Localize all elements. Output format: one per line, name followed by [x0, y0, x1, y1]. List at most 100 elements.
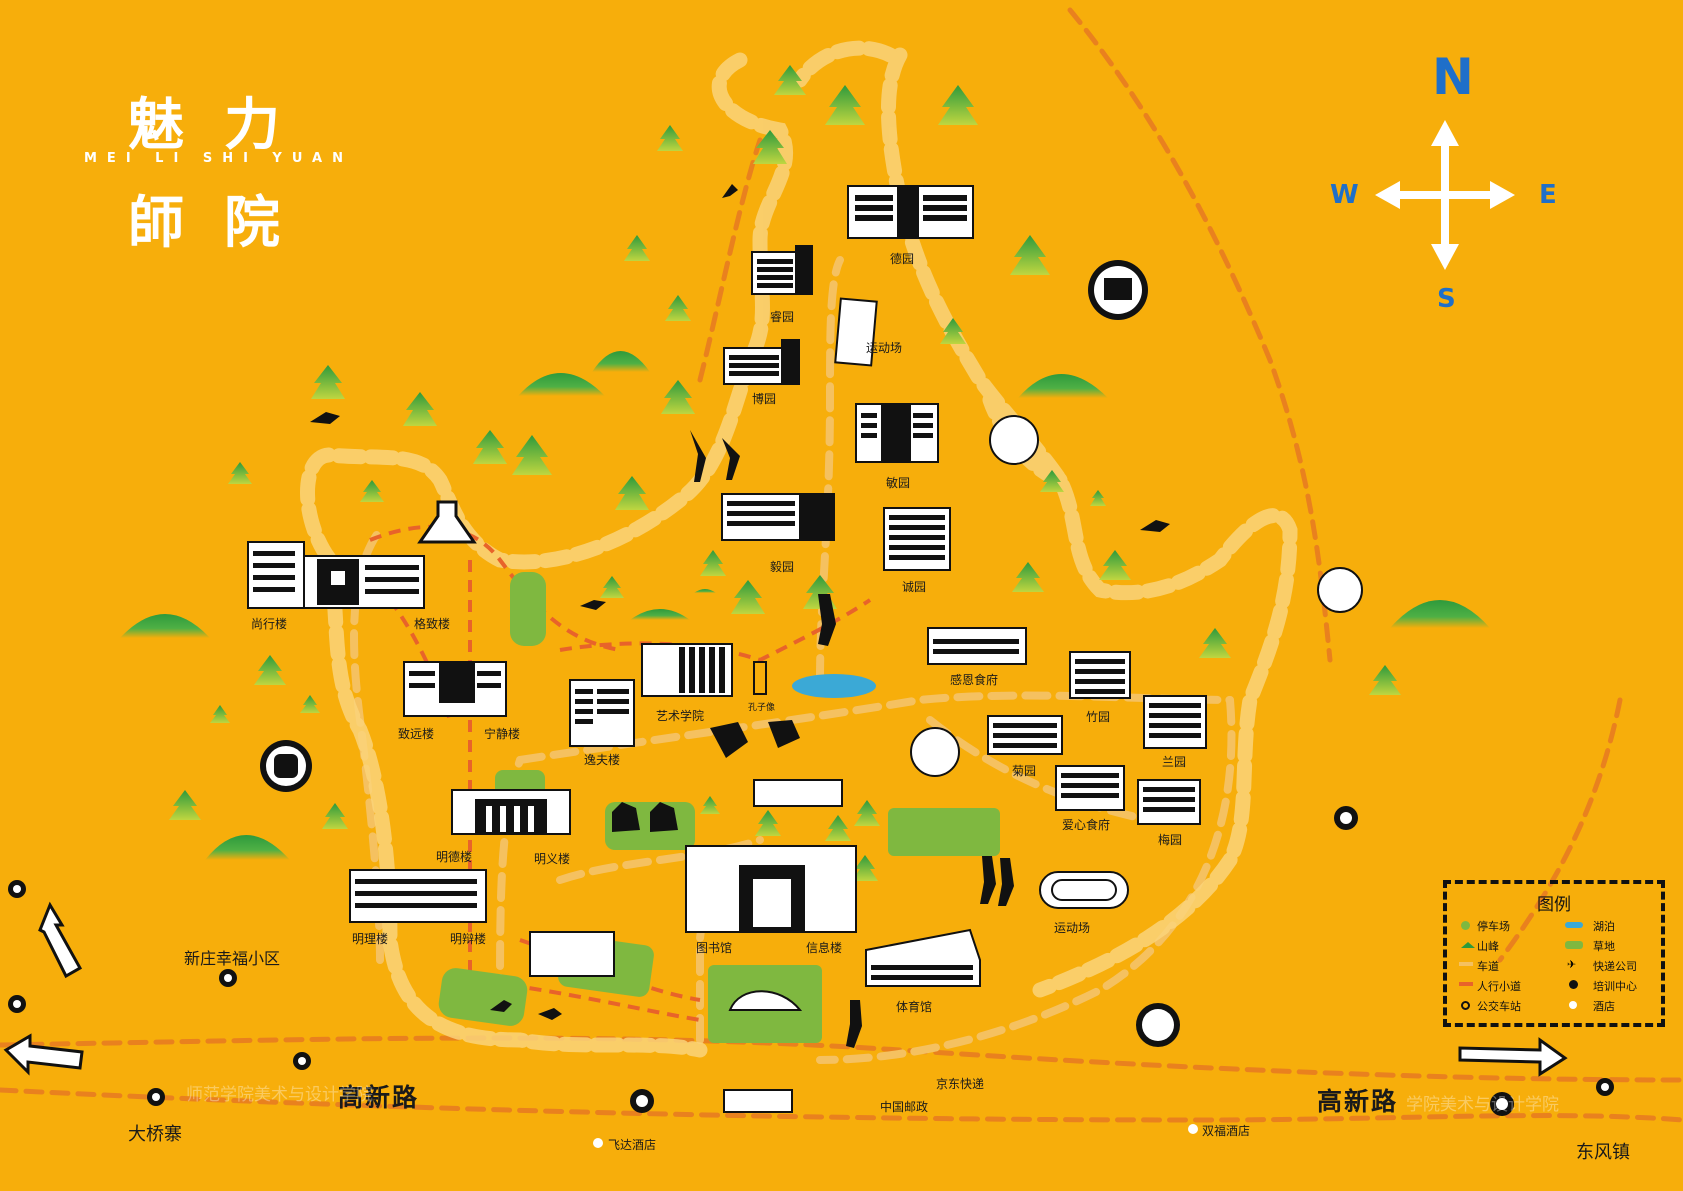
tree: [210, 705, 230, 723]
label-shangxinglou: 尚行楼: [251, 617, 288, 631]
title-pinyin: MEI LI SHI YUAN: [84, 151, 353, 166]
tree: [665, 295, 691, 321]
label-yiyuan: 毅园: [770, 560, 795, 574]
legend-car-road: 车道: [1477, 960, 1499, 973]
courier-icon: ✈: [1567, 958, 1577, 971]
tree: [753, 130, 787, 164]
label-ningjinglou: 宁静楼: [484, 727, 521, 741]
hill: [630, 609, 690, 620]
label-feida-hotel: 飞达酒店: [608, 1138, 657, 1152]
tree: [228, 462, 252, 484]
trees: [169, 65, 1401, 881]
tree: [403, 392, 437, 426]
tree: [755, 810, 781, 836]
legend-training: 培训中心: [1593, 980, 1637, 993]
legend-hotel: 酒店: [1593, 1000, 1615, 1013]
tree: [700, 550, 726, 576]
label-boyuan: 博园: [752, 392, 777, 406]
label-kongzixiang: 孔子像: [748, 703, 776, 713]
label-yishuxueyuan: 艺术学院: [656, 709, 705, 723]
label-dongfengzhen: 东风镇: [1576, 1142, 1630, 1163]
tree: [254, 655, 286, 685]
label-tiyuguan: 体育馆: [896, 1000, 933, 1014]
label-yifulou: 逸夫楼: [584, 753, 621, 767]
tree: [360, 480, 384, 502]
tree: [852, 855, 878, 881]
hills: [120, 351, 1490, 860]
tree: [731, 580, 765, 614]
label-xinxilou: 信息楼: [806, 941, 843, 955]
tree: [473, 430, 507, 464]
compass-w: W: [1330, 180, 1359, 210]
tree: [311, 365, 345, 399]
label-ruiyuan: 睿园: [770, 310, 795, 324]
title-line2: 師院: [128, 191, 320, 256]
watermark-right: 学院美术与设计学院: [1406, 1095, 1559, 1115]
label-meiyuan: 梅园: [1158, 833, 1183, 847]
hill: [1018, 374, 1108, 398]
legend-hill: 山峰: [1477, 940, 1499, 953]
tree: [657, 125, 683, 151]
legend-grass: 草地: [1593, 940, 1615, 953]
label-mingbianlou: 明辩楼: [450, 932, 487, 946]
tree: [825, 85, 865, 125]
lawn: [510, 572, 546, 646]
lawn: [558, 935, 654, 997]
hill: [120, 614, 210, 638]
tree: [700, 796, 720, 814]
tree: [169, 790, 201, 820]
lawns: [438, 572, 1000, 1043]
legend-lake: 湖泊: [1593, 920, 1615, 933]
watermark-left: 师范学院美术与设计学院: [186, 1085, 373, 1105]
lawn: [888, 808, 1000, 856]
legend-bus-stop: 公交车站: [1477, 1000, 1521, 1013]
tree: [1099, 550, 1131, 580]
label-yundongchang-east: 运动场: [1054, 921, 1091, 935]
lawn: [438, 968, 528, 1026]
tree: [774, 65, 806, 95]
lawn: [495, 770, 545, 796]
tree: [938, 85, 978, 125]
label-jingdong: 京东快递: [936, 1077, 985, 1091]
compass-s: S: [1437, 284, 1456, 314]
compass-n: N: [1432, 48, 1474, 106]
legend-parking: 停车场: [1477, 920, 1510, 933]
label-zhiyuanlou: 致远楼: [398, 727, 435, 741]
label-xinzhuang: 新庄幸福小区: [184, 949, 281, 968]
label-deyuan: 德园: [890, 252, 915, 266]
legend-courier: 快递公司: [1593, 960, 1637, 973]
tree: [1199, 628, 1231, 658]
label-zhuyuan: 竹园: [1086, 710, 1111, 724]
tree: [1040, 470, 1064, 492]
tree: [940, 318, 966, 344]
label-minyuan: 敏园: [886, 476, 911, 490]
tree: [1012, 562, 1044, 592]
tree: [624, 235, 650, 261]
tree: [512, 435, 552, 475]
lake: [792, 674, 876, 698]
compass-e: E: [1539, 180, 1557, 210]
pedestrian-walkways: [300, 40, 1298, 1058]
tree: [854, 800, 880, 826]
tree: [300, 695, 320, 713]
legend: 图例 停车场 湖泊 山峰 草地 车道 ✈ 快递公司 人行小道 培训中心 公交车站…: [1443, 880, 1665, 1027]
legend-walkway: 人行小道: [1477, 980, 1521, 993]
tree: [600, 576, 624, 598]
title-line1: 魅力: [128, 93, 320, 158]
hill: [694, 589, 716, 593]
lawn: [708, 965, 822, 1043]
tree: [1090, 490, 1106, 506]
label-youzheng: 中国邮政: [880, 1100, 929, 1114]
tree: [661, 380, 695, 414]
label-mingyilou: 明义楼: [534, 852, 571, 866]
road-label-gaoxinlu-right: 高新路: [1317, 1087, 1399, 1116]
label-lanyuan: 兰园: [1162, 755, 1187, 769]
label-mingdelou: 明德楼: [436, 850, 473, 864]
label-chengyuan: 诚园: [902, 580, 927, 594]
hill: [1390, 600, 1490, 628]
hill: [592, 351, 650, 372]
label-tushuguan: 图书馆: [696, 941, 733, 955]
legend-title: 图例: [1537, 895, 1571, 915]
label-gezhilou: 格致楼: [414, 617, 451, 631]
